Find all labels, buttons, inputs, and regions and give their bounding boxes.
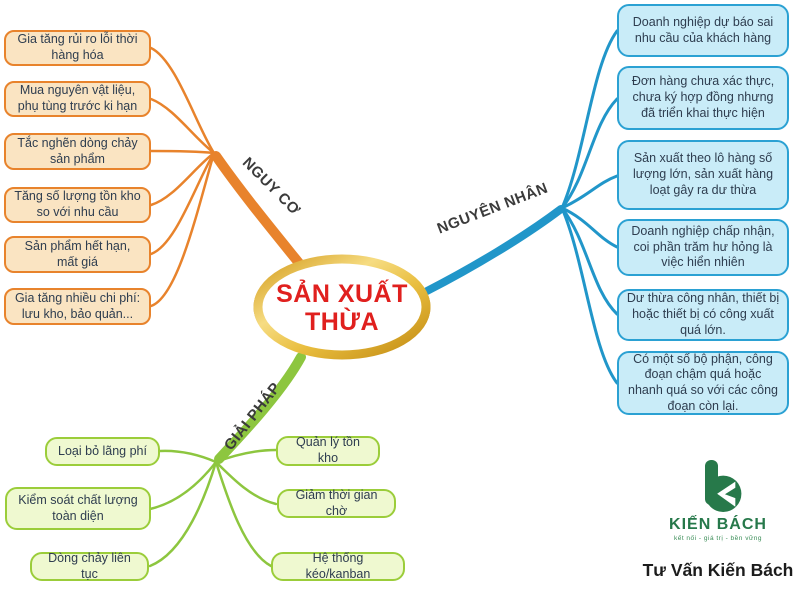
risk-node-2: Mua nguyên vật liệu, phụ tùng trước ki h…: [4, 81, 151, 117]
cause-node-1: Doanh nghiệp dự báo sai nhu cầu của khác…: [617, 4, 789, 57]
cause-node-6: Có một số bộ phận, công đoạn chậm quá ho…: [617, 351, 789, 415]
risk-node-5: Sản phẩm hết hạn, mất giá: [4, 236, 151, 273]
risk-node-3: Tắc nghẽn dòng chảy sản phẩm: [4, 133, 151, 170]
solution-node-3: Dòng chảy liên tục: [30, 551, 149, 581]
kienbach-logo: KIẾN BÁCH kết nối - giá trị - bền vững T…: [638, 458, 798, 581]
risk-node-1: Gia tăng rủi ro lỗi thời hàng hóa: [4, 30, 151, 66]
solution-node-4: Quản lý tồn kho: [276, 435, 380, 466]
solution-node-2: Kiểm soát chất lượng toàn diện: [5, 487, 151, 530]
solution-node-5: Giảm thời gian chờ: [277, 488, 396, 518]
kienbach-logo-icon: [705, 460, 742, 512]
solution-branch-lines: [148, 352, 306, 568]
cause-node-5: Dư thừa công nhân, thiết bị hoặc thiết b…: [617, 289, 789, 341]
cause-node-3: Sản xuất theo lô hàng số lượng lớn, sản …: [617, 140, 789, 210]
risk-branch-lines: [149, 46, 308, 308]
central-topic: SẢN XUẤT THỪA: [258, 260, 426, 356]
solution-node-1: Loại bỏ lãng phí: [45, 437, 160, 466]
central-topic-line2: THỪA: [304, 308, 380, 336]
risk-node-4: Tăng số lượng tồn kho so với nhu cầu: [4, 187, 151, 223]
cause-node-4: Doanh nghiệp chấp nhận, coi phần trăm hư…: [617, 219, 789, 276]
logo-caption: Tư Vấn Kiến Bách: [642, 560, 794, 580]
central-topic-line1: SẢN XUẤT: [276, 280, 408, 308]
central-ellipse: [253, 254, 431, 360]
solution-node-6: Hệ thống kéo/kanban: [271, 551, 405, 581]
cause-node-2: Đơn hàng chưa xác thực, chưa ký hợp đồng…: [617, 66, 789, 130]
cause-branch-lines: [423, 29, 619, 385]
logo-name: KIẾN BÁCH: [669, 516, 767, 533]
logo-tagline: kết nối - giá trị - bền vững: [673, 535, 763, 542]
risk-node-6: Gia tăng nhiều chi phí: lưu kho, bảo quả…: [4, 288, 151, 325]
